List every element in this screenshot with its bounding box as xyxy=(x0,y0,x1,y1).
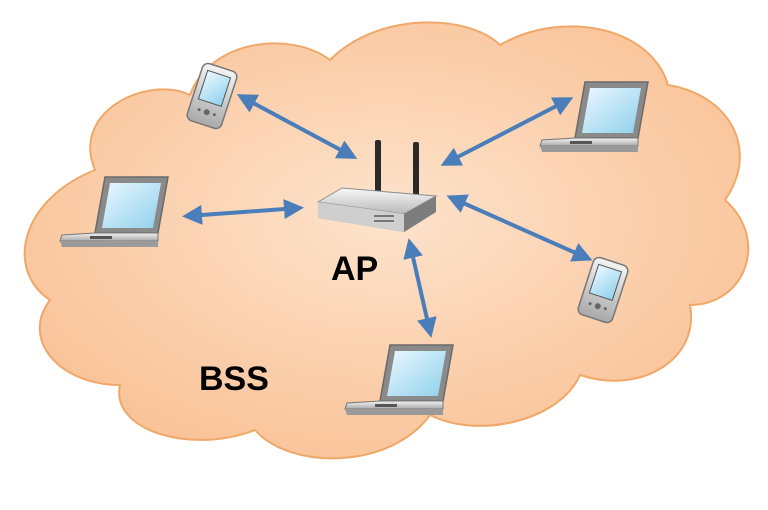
arrow-laptop-bottom xyxy=(403,238,437,338)
phone-right-icon xyxy=(577,256,629,324)
laptop-top-right-icon xyxy=(539,81,649,152)
bss-label: BSS xyxy=(199,360,269,398)
access-point-icon xyxy=(316,140,438,232)
arrow-phone-right xyxy=(446,194,593,262)
phone-top-left-icon xyxy=(186,62,238,130)
links xyxy=(182,94,593,338)
arrow-laptop-top-right xyxy=(440,97,574,166)
laptop-bottom-icon xyxy=(344,344,454,415)
arrow-phone-top-left xyxy=(236,94,358,159)
ap-label: AP xyxy=(331,250,379,288)
laptop-left-icon xyxy=(59,176,169,247)
arrow-laptop-left xyxy=(182,199,304,225)
